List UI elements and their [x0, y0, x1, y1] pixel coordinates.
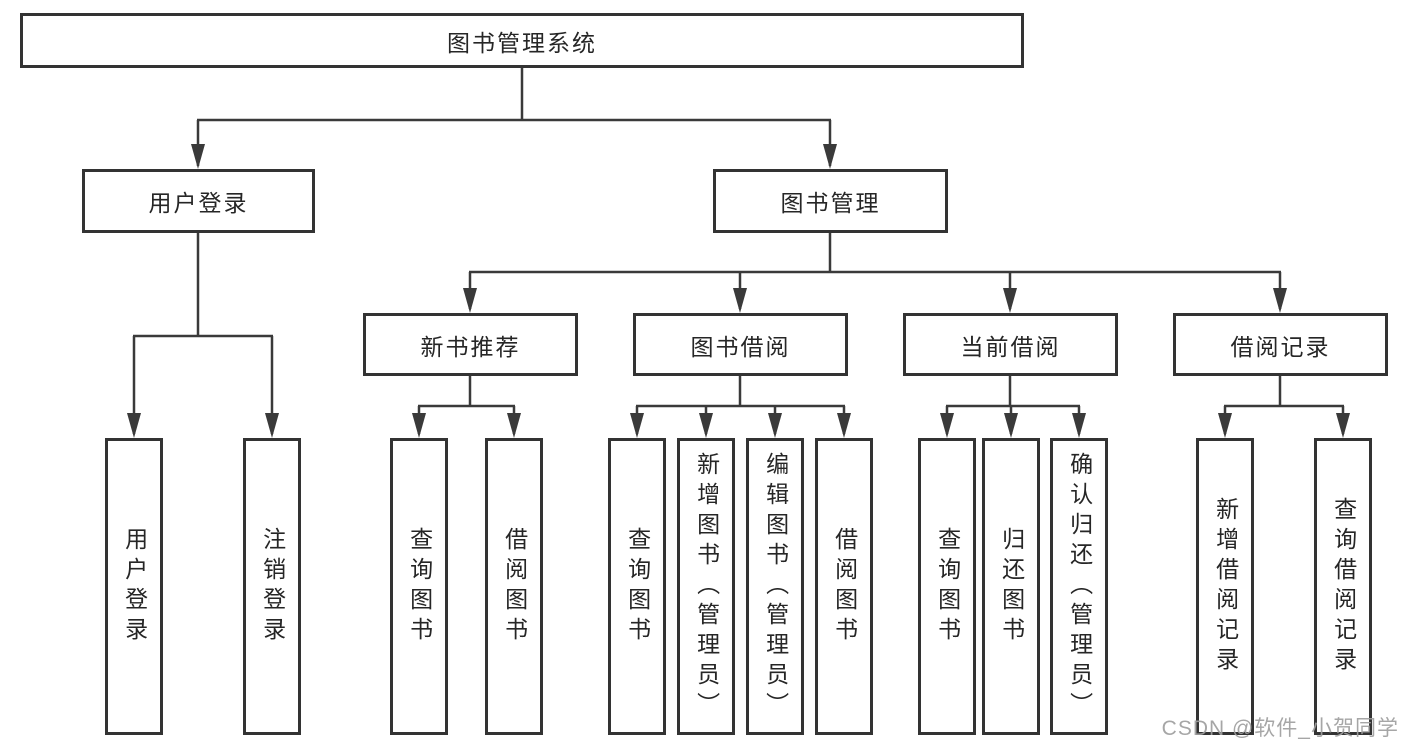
leaf-query-borrow-record: 查询借阅记录 [1314, 438, 1372, 735]
node-label: 查询图书 [934, 526, 961, 647]
leaf-borrow-books-recommend: 借阅图书 [485, 438, 543, 735]
leaf-add-borrow-record: 新增借阅记录 [1196, 438, 1254, 735]
node-label: 图书管理系统 [447, 29, 597, 56]
node-label: 用户登录 [148, 190, 249, 216]
node-label: 查询图书 [406, 526, 433, 647]
node-label: 用户登录 [121, 526, 148, 647]
node-label: 注销登录 [259, 526, 286, 647]
node-label: 归还图书 [998, 526, 1025, 647]
csdn-watermark: CSDN @软件_小贺同学 [1161, 717, 1399, 740]
node-label: 新书推荐 [420, 333, 521, 360]
node-label: 编辑图书（管理员） [762, 451, 789, 722]
leaf-borrow-books: 借阅图书 [815, 438, 873, 735]
node-label: 图书管理 [780, 190, 881, 216]
node-label: 查询图书 [624, 526, 651, 647]
leaf-confirm-return-admin: 确认归还（管理员） [1050, 438, 1108, 735]
node-label: 借阅图书 [501, 526, 528, 647]
node-book-borrowing: 图书借阅 [633, 313, 848, 376]
node-label: 查询借阅记录 [1330, 496, 1357, 677]
leaf-logout: 注销登录 [243, 438, 301, 735]
node-label: 确认归还（管理员） [1066, 451, 1093, 722]
leaf-query-books-recommend: 查询图书 [390, 438, 448, 735]
leaf-add-book-admin: 新增图书（管理员） [677, 438, 735, 735]
node-label: 当前借阅 [960, 333, 1061, 360]
node-label: 借阅记录 [1230, 333, 1331, 360]
node-label: 新增图书（管理员） [693, 451, 720, 722]
node-library-management-system: 图书管理系统 [20, 13, 1024, 68]
leaf-user-login: 用户登录 [105, 438, 163, 735]
node-book-management: 图书管理 [713, 169, 948, 233]
leaf-query-books-current: 查询图书 [918, 438, 976, 735]
leaf-query-books-borrowing: 查询图书 [608, 438, 666, 735]
node-label: 新增借阅记录 [1212, 496, 1239, 677]
leaf-return-book: 归还图书 [982, 438, 1040, 735]
leaf-edit-book-admin: 编辑图书（管理员） [746, 438, 804, 735]
node-borrowing-records: 借阅记录 [1173, 313, 1388, 376]
node-label: 图书借阅 [690, 333, 791, 360]
node-label: 借阅图书 [831, 526, 858, 647]
node-current-borrowing: 当前借阅 [903, 313, 1118, 376]
node-new-book-recommend: 新书推荐 [363, 313, 578, 376]
node-user-login: 用户登录 [82, 169, 315, 233]
